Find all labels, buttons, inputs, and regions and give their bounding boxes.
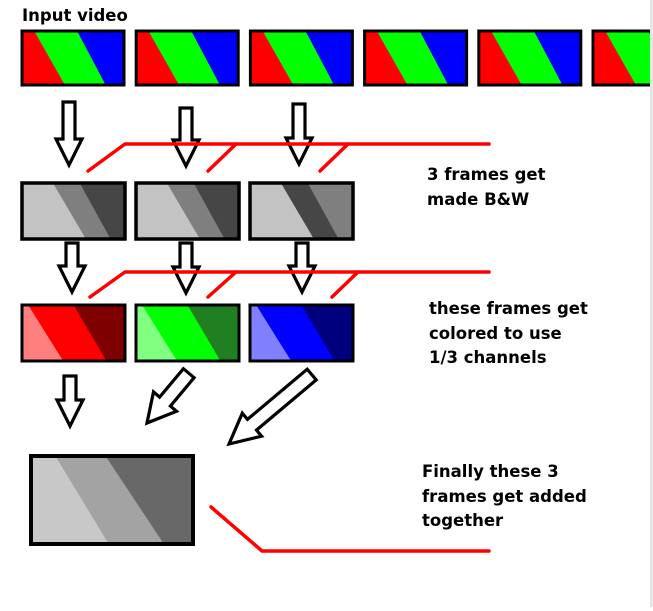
bw-frame-green xyxy=(134,181,241,241)
label-step-bw: 3 frames get made B&W xyxy=(427,163,546,212)
arrow-colored-to-combined-1 xyxy=(54,374,86,430)
label-step-added-line-1: Finally these 3 xyxy=(422,462,559,481)
connector-tick-colored-2 xyxy=(330,270,360,299)
arrow-input-to-bw-1 xyxy=(53,100,85,169)
connector-tick-colored-1 xyxy=(206,270,238,299)
scroll-edge xyxy=(650,0,653,607)
bw-frame-blue xyxy=(248,181,355,241)
connector-tick-bw-1 xyxy=(206,142,238,173)
connector-line-added xyxy=(209,505,491,553)
label-step-colored-line-1: these frames get xyxy=(429,299,588,318)
connector-line-bw xyxy=(86,142,491,173)
input-frame-1 xyxy=(20,29,126,87)
colored-frame-red xyxy=(20,303,127,363)
arrow-colored-to-combined-3 xyxy=(226,366,319,447)
colored-frame-green xyxy=(134,303,241,363)
label-input-video: Input video xyxy=(22,6,128,25)
label-step-colored-line-3: 1/3 channels xyxy=(429,348,547,367)
bw-frame-red xyxy=(20,181,127,241)
arrow-colored-to-combined-2 xyxy=(144,366,197,426)
label-step-added: Finally these 3 frames get added togethe… xyxy=(422,460,587,534)
label-step-added-line-2: frames get added xyxy=(422,486,587,506)
input-frame-6 xyxy=(591,29,653,87)
label-step-bw-line-2: made B&W xyxy=(427,189,530,209)
input-frame-3 xyxy=(248,29,354,87)
arrow-input-to-bw-3 xyxy=(283,102,315,168)
connector-tick-bw-2 xyxy=(318,142,350,173)
arrow-input-to-bw-2 xyxy=(170,106,202,170)
label-step-added-line-3: together xyxy=(422,511,504,530)
input-frame-4 xyxy=(363,29,469,87)
arrow-bw-to-colored-1 xyxy=(56,241,88,296)
input-frame-2 xyxy=(134,29,240,87)
label-step-colored-line-2: colored to use xyxy=(429,323,562,343)
label-step-bw-line-1: 3 frames get xyxy=(427,165,546,184)
colored-frame-blue xyxy=(248,303,355,363)
input-frame-5 xyxy=(477,29,583,87)
connector-line-colored xyxy=(88,270,491,299)
label-step-colored: these frames get colored to use 1/3 chan… xyxy=(429,297,588,371)
combined-frame xyxy=(29,454,195,546)
arrow-bw-to-colored-3 xyxy=(286,241,318,296)
arrow-bw-to-colored-2 xyxy=(170,241,202,297)
